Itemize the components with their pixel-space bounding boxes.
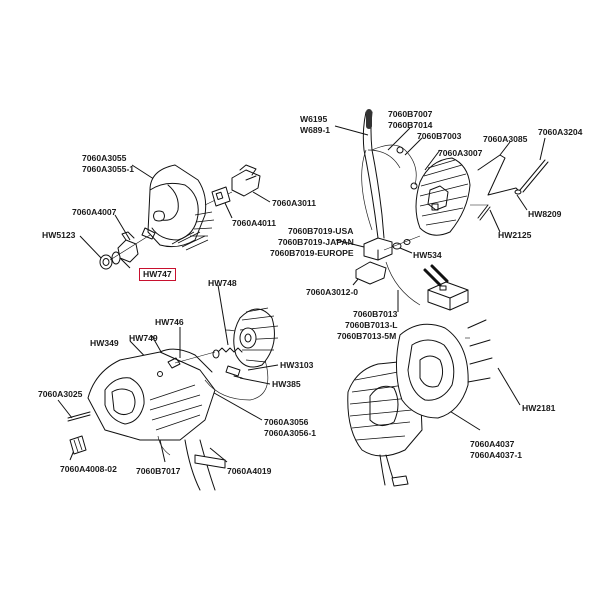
label-7060a4007: 7060A4007 <box>72 207 117 217</box>
label-hw747-highlighted: HW747 <box>139 268 176 281</box>
label-w689-1: W689-1 <box>300 125 331 135</box>
label-7060b7003: 7060B7003 <box>417 131 462 141</box>
cord-and-terminals <box>355 109 421 285</box>
label-7060a3055-1: 7060A3055-1 <box>82 164 135 174</box>
label-7060a4037: 7060A4037 <box>470 439 515 449</box>
label-7060a3055: 7060A3055 <box>82 153 127 163</box>
label-7060b7013: 7060B7013 <box>353 309 398 319</box>
motor-fan <box>157 307 279 379</box>
label-7060b7019-japan: 7060B7019-JAPAN <box>278 237 354 247</box>
label-7060a4011: 7060A4011 <box>232 218 276 228</box>
label-w6195: W6195 <box>300 114 328 124</box>
fan-housing <box>347 319 493 487</box>
label-7060a3056: 7060A3056 <box>264 417 309 427</box>
housing-top-left <box>99 164 261 270</box>
label-hw748: HW748 <box>208 278 237 288</box>
label-7060a3007: 7060A3007 <box>438 148 483 158</box>
label-7060b7014: 7060B7014 <box>388 120 433 130</box>
leader-lines <box>57 125 546 463</box>
label-7060a3204: 7060A3204 <box>538 127 583 137</box>
label-7060b7013-5m: 7060B7013-5M <box>337 331 397 341</box>
label-7060a3056-1: 7060A3056-1 <box>264 428 317 438</box>
label-7060a4019: 7060A4019 <box>227 466 272 476</box>
label-hw534: HW534 <box>413 250 442 260</box>
label-7060a4008-02: 7060A4008-02 <box>60 464 117 474</box>
label-hw746: HW746 <box>155 317 184 327</box>
label-7060a3085: 7060A3085 <box>483 134 528 144</box>
label-7060a3025: 7060A3025 <box>38 389 83 399</box>
label-7060a4037-1: 7060A4037-1 <box>470 450 523 460</box>
label-hw2181: HW2181 <box>522 403 556 413</box>
label-7060b7017: 7060B7017 <box>136 466 181 476</box>
label-7060a3012-0: 7060A3012-0 <box>306 287 359 297</box>
label-7060b7007: 7060B7007 <box>388 109 433 119</box>
label-hw349: HW349 <box>90 338 119 348</box>
label-hw749: HW749 <box>129 333 158 343</box>
label-7060b7019-europe: 7060B7019-EUROPE <box>270 248 354 258</box>
label-hw385: HW385 <box>272 379 301 389</box>
label-7060a3011: 7060A3011 <box>272 198 316 208</box>
label-hw8209: HW8209 <box>528 209 562 219</box>
label-7060b7013-l: 7060B7013-L <box>345 320 398 330</box>
switch-block <box>385 261 469 311</box>
label-7060b7019-usa: 7060B7019-USA <box>288 226 354 236</box>
main-body <box>67 329 269 491</box>
label-hw2125: HW2125 <box>498 230 532 240</box>
label-hw3103: HW3103 <box>280 360 314 370</box>
label-hw5123: HW5123 <box>42 230 76 240</box>
heater-element <box>415 154 549 236</box>
